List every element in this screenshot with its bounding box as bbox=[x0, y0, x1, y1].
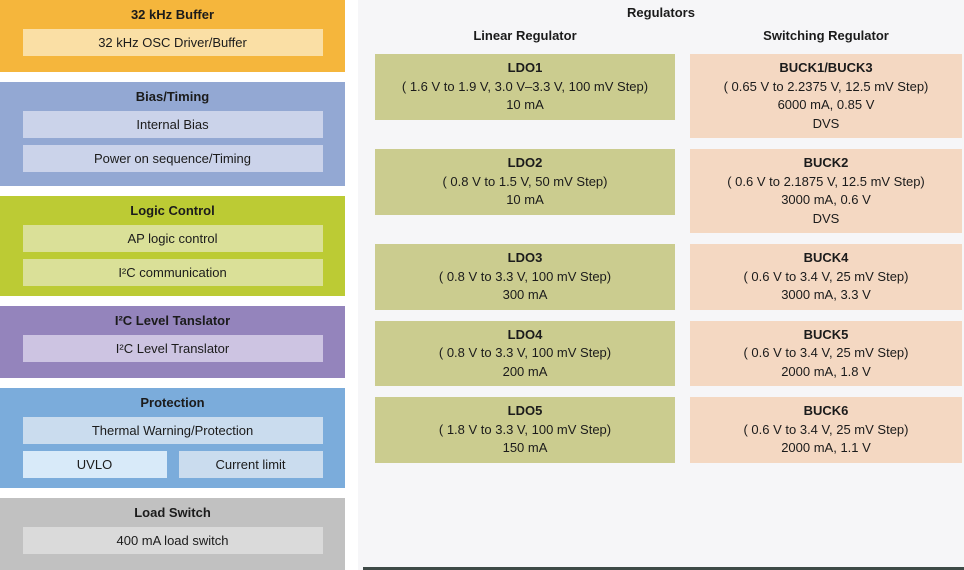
regulator-voltage-range: ( 0.8 V to 1.5 V, 50 mV Step) bbox=[442, 173, 608, 189]
regulator-block-buck2: BUCK2 ( 0.6 V to 2.1875 V, 12.5 mV Step)… bbox=[690, 149, 962, 233]
block-item-400ma-load-switch: 400 mA load switch bbox=[22, 527, 323, 554]
block-item-osc-driver-buffer: 32 kHz OSC Driver/Buffer bbox=[22, 29, 323, 56]
regulator-feature-dvs: DVS bbox=[812, 115, 840, 131]
regulator-current-rating: 150 mA bbox=[502, 440, 548, 455]
regulator-name: BUCK1/BUCK3 bbox=[779, 60, 873, 75]
protection-split-row: UVLO Current limit bbox=[22, 451, 323, 478]
block-item-power-on-sequence: Power on sequence/Timing bbox=[22, 145, 323, 172]
regulator-current-rating: 2000 mA, 1.8 V bbox=[781, 363, 871, 379]
regulator-block-buck6: BUCK6 ( 0.6 V to 3.4 V, 25 mV Step) 2000… bbox=[690, 397, 962, 463]
regulator-voltage-range: ( 0.6 V to 2.1875 V, 12.5 mV Step) bbox=[727, 173, 925, 189]
block-title: 32 kHz Buffer bbox=[130, 7, 215, 22]
block-title: Protection bbox=[140, 395, 205, 410]
regulator-voltage-range: ( 0.8 V to 3.3 V, 100 mV Step) bbox=[438, 268, 612, 284]
regulator-current-rating: 3000 mA, 0.6 V bbox=[781, 192, 871, 207]
block-load-switch: Load Switch 400 mA load switch bbox=[0, 498, 345, 570]
regulator-current-rating: 2000 mA, 1.1 V bbox=[781, 440, 871, 455]
regulator-voltage-range: ( 0.8 V to 3.3 V, 100 mV Step) bbox=[438, 345, 612, 360]
regulator-current-rating: 3000 mA, 3.3 V bbox=[781, 287, 871, 302]
regulator-current-rating: 300 mA bbox=[502, 287, 548, 302]
regulator-name: LDO4 bbox=[507, 326, 543, 342]
block-logic-control: Logic Control AP logic control I²C commu… bbox=[0, 196, 345, 296]
function-blocks-column: 32 kHz Buffer 32 kHz OSC Driver/Buffer B… bbox=[0, 0, 345, 570]
regulator-block-ldo5: LDO5 ( 1.8 V to 3.3 V, 100 mV Step) 150 … bbox=[375, 397, 675, 463]
block-item-current-limit: Current limit bbox=[178, 451, 323, 478]
block-item-ap-logic-control: AP logic control bbox=[22, 225, 323, 252]
regulator-name: BUCK2 bbox=[803, 155, 849, 170]
block-title: Logic Control bbox=[130, 203, 215, 218]
regulator-voltage-range: ( 0.6 V to 3.4 V, 25 mV Step) bbox=[743, 345, 909, 360]
block-32khz-buffer: 32 kHz Buffer 32 kHz OSC Driver/Buffer bbox=[0, 0, 345, 72]
regulator-name: BUCK6 bbox=[803, 403, 849, 418]
switching-regulator-header: Switching Regulator bbox=[763, 28, 889, 43]
regulator-current-rating: 6000 mA, 0.85 V bbox=[777, 97, 875, 112]
regulator-block-buck1-buck3: BUCK1/BUCK3 ( 0.65 V to 2.2375 V, 12.5 m… bbox=[690, 54, 962, 138]
regulators-grid: Linear Regulator Switching Regulator LDO… bbox=[375, 28, 964, 463]
regulator-voltage-range: ( 0.6 V to 3.4 V, 25 mV Step) bbox=[743, 421, 909, 437]
regulator-block-ldo2: LDO2 ( 0.8 V to 1.5 V, 50 mV Step) 10 mA bbox=[375, 149, 675, 215]
regulator-current-rating: 200 mA bbox=[502, 363, 548, 379]
regulator-voltage-range: ( 0.6 V to 3.4 V, 25 mV Step) bbox=[743, 268, 909, 284]
regulator-name: LDO5 bbox=[507, 403, 543, 418]
block-item-i2c-communication: I²C communication bbox=[22, 259, 323, 286]
regulators-panel: Regulators Linear Regulator Switching Re… bbox=[358, 0, 964, 570]
linear-regulator-header: Linear Regulator bbox=[473, 28, 577, 43]
block-title: Load Switch bbox=[134, 505, 211, 520]
block-title: Bias/Timing bbox=[135, 89, 210, 104]
block-bias-timing: Bias/Timing Internal Bias Power on seque… bbox=[0, 82, 345, 186]
regulators-title: Regulators bbox=[627, 5, 695, 20]
regulator-current-rating: 10 mA bbox=[506, 97, 544, 112]
block-item-uvlo: UVLO bbox=[22, 451, 167, 478]
regulator-voltage-range: ( 1.8 V to 3.3 V, 100 mV Step) bbox=[438, 421, 612, 437]
block-protection: Protection Thermal Warning/Protection UV… bbox=[0, 388, 345, 488]
regulator-name: BUCK4 bbox=[803, 250, 849, 265]
block-item-thermal-warning-protection: Thermal Warning/Protection bbox=[22, 417, 323, 444]
block-item-i2c-level-translator: I²C Level Translator bbox=[22, 335, 323, 362]
block-title: I²C Level Tanslator bbox=[114, 313, 231, 328]
regulator-block-buck4: BUCK4 ( 0.6 V to 3.4 V, 25 mV Step) 3000… bbox=[690, 244, 962, 310]
block-i2c-level-translator: I²C Level Tanslator I²C Level Translator bbox=[0, 306, 345, 378]
panel-bottom-edge bbox=[363, 567, 964, 570]
regulator-feature-dvs: DVS bbox=[812, 210, 840, 226]
regulator-block-ldo1: LDO1 ( 1.6 V to 1.9 V, 3.0 V–3.3 V, 100 … bbox=[375, 54, 675, 120]
regulator-name: LDO2 bbox=[507, 155, 543, 170]
regulator-voltage-range: ( 0.65 V to 2.2375 V, 12.5 mV Step) bbox=[723, 78, 929, 94]
regulator-block-buck5: BUCK5 ( 0.6 V to 3.4 V, 25 mV Step) 2000… bbox=[690, 320, 962, 386]
regulator-name: LDO1 bbox=[507, 60, 543, 75]
regulator-block-ldo3: LDO3 ( 0.8 V to 3.3 V, 100 mV Step) 300 … bbox=[375, 244, 675, 310]
regulator-name: LDO3 bbox=[507, 250, 543, 265]
regulator-voltage-range: ( 1.6 V to 1.9 V, 3.0 V–3.3 V, 100 mV St… bbox=[401, 78, 649, 94]
regulator-current-rating: 10 mA bbox=[506, 192, 544, 207]
block-item-internal-bias: Internal Bias bbox=[22, 111, 323, 138]
regulator-name: BUCK5 bbox=[803, 326, 849, 342]
regulator-block-ldo4: LDO4 ( 0.8 V to 3.3 V, 100 mV Step) 200 … bbox=[375, 320, 675, 386]
